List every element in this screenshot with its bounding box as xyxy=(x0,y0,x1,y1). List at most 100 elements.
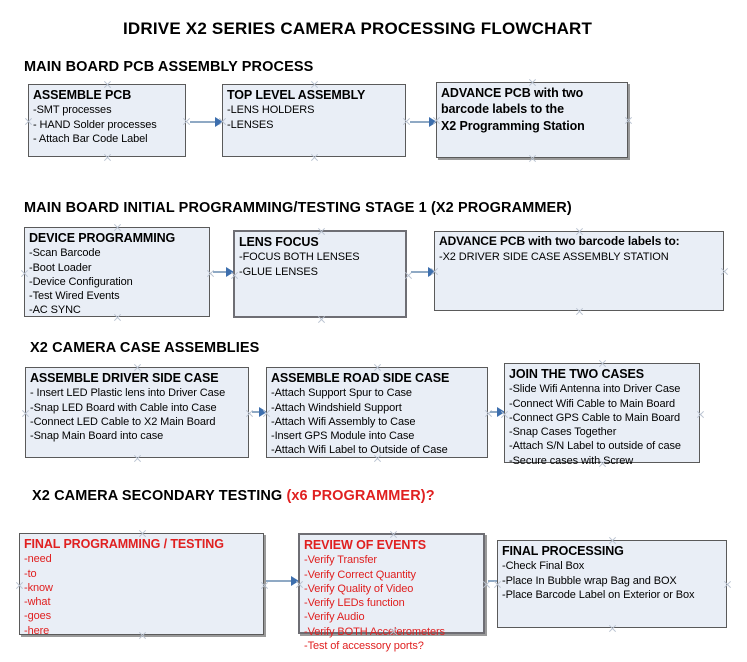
node-line: -goes xyxy=(24,610,52,623)
section-title-main-board-pcb-assembly: MAIN BOARD PCB ASSEMBLY PROCESS xyxy=(24,59,314,75)
node-line: -Snap Cases Together xyxy=(509,426,617,439)
node-heading: ASSEMBLE ROAD SIDE CASE xyxy=(271,371,450,385)
section-title-x2-camera-secondary-testing: X2 CAMERA SECONDARY TESTING (x6 PROGRAMM… xyxy=(32,488,435,504)
node-top-level-assembly[interactable]: TOP LEVEL ASSEMBLY -LENS HOLDERS -LENSES xyxy=(222,84,406,157)
connection-handle-right[interactable] xyxy=(260,581,269,590)
arrowhead-icon xyxy=(291,576,299,586)
connector-assemble-pcb-to-top-level-assembly xyxy=(190,121,218,123)
arrowhead-icon xyxy=(429,117,437,127)
node-line: -Attach Wifi Label to Outside of Case xyxy=(271,444,448,457)
node-line: - HAND Solder processes xyxy=(33,118,157,131)
connection-handle-bottom[interactable] xyxy=(133,454,142,463)
node-line: -Check Final Box xyxy=(502,560,585,573)
connection-handle-right[interactable] xyxy=(624,116,633,125)
connection-handle-right[interactable] xyxy=(720,267,729,276)
section-title-text: X2 CAMERA SECONDARY TESTING xyxy=(32,488,287,504)
connector-road-case-to-join-cases xyxy=(490,411,502,413)
node-line: -here xyxy=(24,624,50,637)
node-line: -LENSES xyxy=(227,118,274,131)
connection-handle-bottom[interactable] xyxy=(310,153,319,162)
node-line: -Attach Support Spur to Case xyxy=(271,387,412,400)
node-line-overflow: -Test of accessory ports? xyxy=(304,640,424,653)
connection-handle-left[interactable] xyxy=(21,409,30,418)
node-line: -Scan Barcode xyxy=(29,247,101,260)
node-line: -Snap Main Board into case xyxy=(30,430,164,443)
arrowhead-icon xyxy=(497,407,505,417)
node-line: -to xyxy=(24,567,37,580)
node-line: -Attach Wifi Assembly to Case xyxy=(271,415,416,428)
node-heading: ASSEMBLE DRIVER SIDE CASE xyxy=(30,371,219,385)
arrowhead-icon xyxy=(226,267,234,277)
node-line: -Device Configuration xyxy=(29,275,133,288)
node-line: -GLUE LENSES xyxy=(239,265,318,278)
node-review-of-events[interactable]: REVIEW OF EVENTS -Verify Transfer -Verif… xyxy=(298,533,485,652)
node-line: -Boot Loader xyxy=(29,261,92,274)
node-line: -Slide Wifi Antenna into Driver Case xyxy=(509,383,681,396)
node-heading: FINAL PROCESSING xyxy=(502,544,624,558)
node-advance-pcb-to-x2-programming-station[interactable]: ADVANCE PCB with two barcode labels to t… xyxy=(436,82,628,158)
connector-lens-focus-to-advance-pcb xyxy=(411,271,431,273)
node-final-programming-testing[interactable]: FINAL PROGRAMMING / TESTING -need -to -k… xyxy=(19,533,264,637)
node-final-processing[interactable]: FINAL PROCESSING -Check Final Box -Place… xyxy=(497,540,727,628)
node-line: -AC SYNC xyxy=(29,304,81,317)
connection-handle-left[interactable] xyxy=(15,581,24,590)
connection-handle-left[interactable] xyxy=(24,117,33,126)
node-line: -Test Wired Events xyxy=(29,290,120,303)
connector-device-programming-to-lens-focus xyxy=(213,271,229,273)
node-heading: DEVICE PROGRAMMING xyxy=(29,231,176,245)
node-heading: JOIN THE TWO CASES xyxy=(509,367,645,381)
connector-final-programming-to-review-of-events xyxy=(266,580,294,582)
node-heading: REVIEW OF EVENTS xyxy=(304,538,427,552)
node-line: -Verify Transfer xyxy=(304,554,377,567)
node-heading: LENS FOCUS xyxy=(239,235,319,249)
node-line: -Place Barcode Label on Exterior or Box xyxy=(502,588,695,601)
node-heading: ADVANCE PCB with two xyxy=(441,86,584,100)
connection-handle-right[interactable] xyxy=(723,580,732,589)
connection-handle-bottom[interactable] xyxy=(528,154,537,163)
connection-handle-bottom[interactable] xyxy=(317,315,326,324)
node-join-the-two-cases[interactable]: JOIN THE TWO CASES -Slide Wifi Antenna i… xyxy=(504,363,700,467)
node-line: -Connect LED Cable to X2 Main Board xyxy=(30,415,216,428)
node-assemble-road-side-case[interactable]: ASSEMBLE ROAD SIDE CASE -Attach Support … xyxy=(266,367,488,458)
connection-handle-right[interactable] xyxy=(696,410,705,419)
section-title-accent: (x6 PROGRAMMER)? xyxy=(286,488,435,504)
node-line: -need xyxy=(24,553,52,566)
node-line: -Insert GPS Module into Case xyxy=(271,430,415,443)
node-heading: FINAL PROGRAMMING / TESTING xyxy=(24,537,224,551)
node-line: -Verify Quality of Video xyxy=(304,582,414,595)
node-device-programming[interactable]: DEVICE PROGRAMMING -Scan Barcode -Boot L… xyxy=(24,227,210,317)
connection-handle-bottom[interactable] xyxy=(608,624,617,633)
node-line: -Verify LEDs function xyxy=(304,597,405,610)
node-line: -Verify Audio xyxy=(304,611,365,624)
node-line: -Attach S/N Label to outside of case xyxy=(509,440,681,453)
connector-top-level-assembly-to-advance-pcb xyxy=(410,121,432,123)
node-assemble-pcb[interactable]: ASSEMBLE PCB -SMT processes - HAND Solde… xyxy=(28,84,186,157)
node-line: -Connect Wifi Cable to Main Board xyxy=(509,397,676,410)
node-heading: ASSEMBLE PCB xyxy=(33,88,132,102)
section-title-x2-camera-case-assemblies: X2 CAMERA CASE ASSEMBLIES xyxy=(30,340,260,356)
arrowhead-icon xyxy=(259,407,267,417)
node-line: -LENS HOLDERS xyxy=(227,104,315,117)
connector-driver-case-to-road-case xyxy=(252,411,264,413)
node-line: - Attach Bar Code Label xyxy=(33,132,148,145)
node-line: -FOCUS BOTH LENSES xyxy=(239,251,360,264)
node-heading: TOP LEVEL ASSEMBLY xyxy=(227,88,366,102)
node-line: -Connect GPS Cable to Main Board xyxy=(509,411,681,424)
node-advance-pcb-to-driver-side-case-station[interactable]: ADVANCE PCB with two barcode labels to: … xyxy=(434,231,724,311)
node-lens-focus[interactable]: LENS FOCUS -FOCUS BOTH LENSES -GLUE LENS… xyxy=(233,230,407,318)
node-line: -what xyxy=(24,596,51,609)
connection-handle-left[interactable] xyxy=(20,269,29,278)
connection-handle-bottom[interactable] xyxy=(575,307,584,316)
node-line: - Insert LED Plastic lens into Driver Ca… xyxy=(30,387,226,400)
node-line: X2 Programming Station xyxy=(441,118,585,133)
node-line: -X2 DRIVER SIDE CASE ASSEMBLY STATION xyxy=(439,250,669,263)
connection-handle-bottom[interactable] xyxy=(103,153,112,162)
node-line: -Attach Windshield Support xyxy=(271,401,402,414)
node-line: -Verify Correct Quantity xyxy=(304,568,416,581)
node-heading: ADVANCE PCB with two barcode labels to: xyxy=(439,234,680,248)
node-line: -Verify BOTH Accelerometers xyxy=(304,625,445,638)
node-assemble-driver-side-case[interactable]: ASSEMBLE DRIVER SIDE CASE - Insert LED P… xyxy=(25,367,249,458)
arrowhead-icon xyxy=(428,267,436,277)
arrowhead-icon xyxy=(215,117,223,127)
